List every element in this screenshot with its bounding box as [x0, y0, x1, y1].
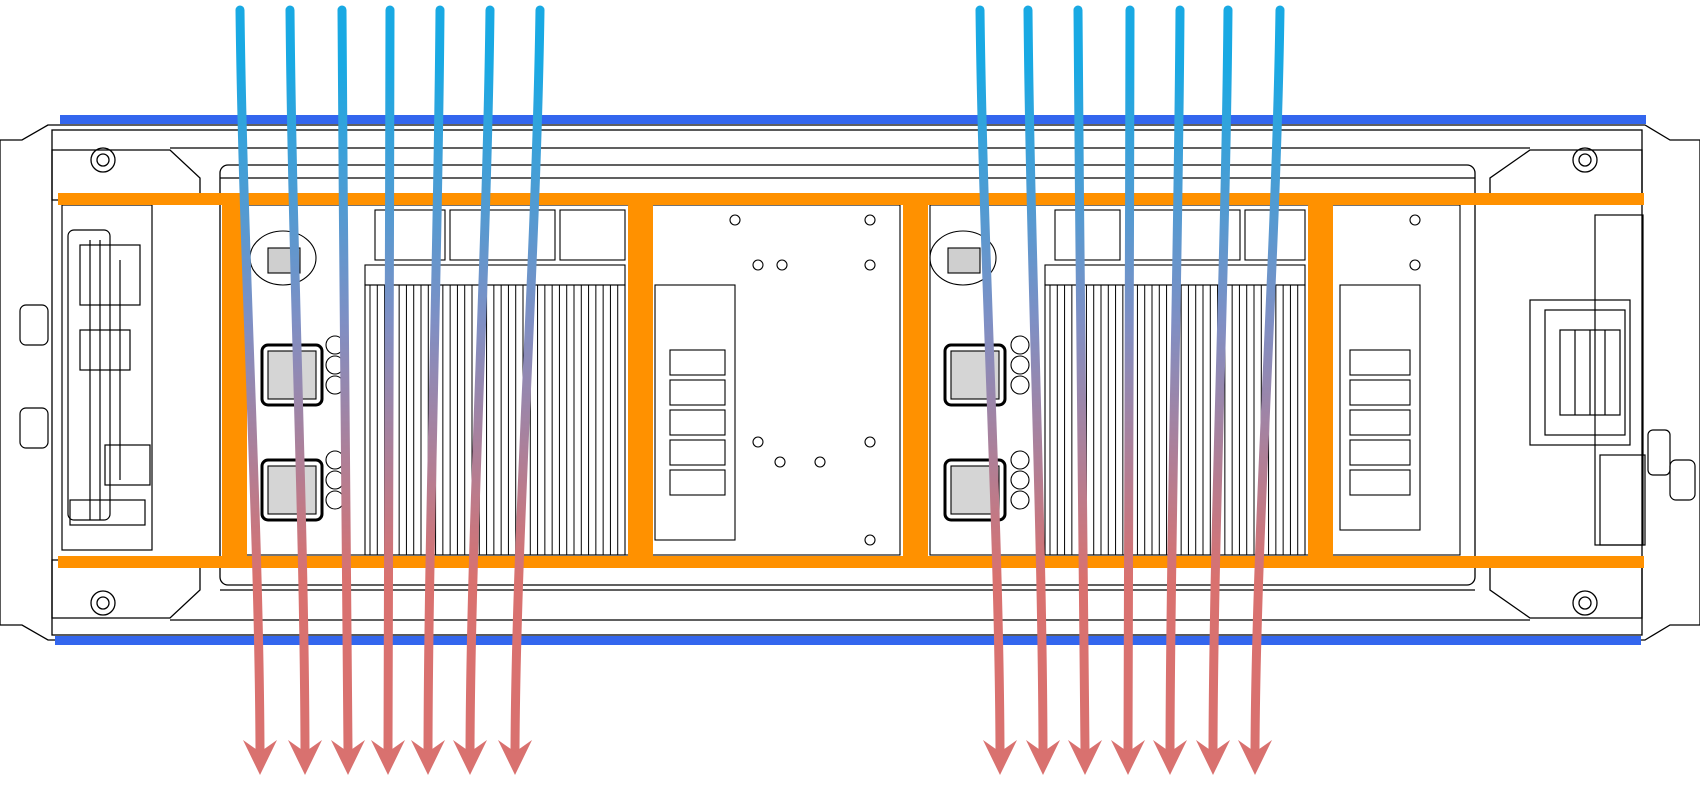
airflow-arrow-head — [371, 740, 405, 775]
airflow-arrow-shaft — [1165, 5, 1185, 755]
airflow-arrow-shaft — [1250, 5, 1285, 755]
airflow-arrow-head — [243, 740, 277, 775]
airflow-arrow-shaft — [510, 5, 545, 755]
airflow-arrow-head — [1026, 740, 1060, 775]
airflow-arrow-head — [411, 740, 445, 775]
chassis-inner-frame — [51, 129, 1643, 636]
bottom-blue-rail — [55, 636, 1641, 645]
airflow-arrow-shaft — [423, 5, 445, 755]
airflow-arrow-head — [498, 740, 532, 775]
airflow-arrow-shaft — [1073, 5, 1090, 755]
duct-left-wall-2 — [628, 205, 653, 568]
blue-rails — [55, 115, 1646, 645]
top-blue-rail — [60, 115, 1646, 124]
middle-driver-board — [649, 204, 901, 556]
airflow-arrow-shaft — [1208, 5, 1233, 755]
mount-hole-tl — [90, 147, 116, 173]
airflow-arrow-head — [1238, 740, 1272, 775]
mount-hole-tr — [1572, 147, 1598, 173]
orange-duct-frame — [58, 193, 1644, 568]
chassis-inner-tray — [219, 164, 1476, 586]
mount-hole-bl — [90, 590, 116, 616]
airflow-arrow-shaft — [235, 5, 265, 755]
mount-hole-br — [1572, 590, 1598, 616]
left-knob-top — [19, 304, 49, 346]
airflow-arrows — [235, 5, 1285, 775]
duct-right-wall-2 — [1308, 193, 1333, 568]
airflow-arrow-head — [1153, 740, 1187, 775]
left-control-board — [19, 204, 153, 551]
airflow-arrow-shaft — [383, 5, 395, 755]
chassis — [0, 124, 1700, 641]
airflow-arrow-head — [983, 740, 1017, 775]
duct-right-wall-1 — [903, 205, 928, 568]
airflow-arrow-shaft — [337, 5, 353, 755]
duct-bottom-bar — [58, 556, 1644, 568]
airflow-arrow-shaft — [975, 5, 1005, 755]
airflow-arrow-head — [453, 740, 487, 775]
bracket-top-left — [51, 149, 201, 201]
airflow-arrow-head — [331, 740, 365, 775]
right-connector-block — [1529, 214, 1696, 546]
chassis-outline — [0, 124, 1700, 641]
duct-top-bar — [58, 193, 1644, 205]
bracket-top-right — [1489, 149, 1643, 201]
left-knob-bottom — [19, 407, 49, 449]
bracket-bottom-right — [1489, 559, 1643, 619]
left-heatsink-fins — [369, 285, 626, 555]
airflow-arrow-head — [1111, 740, 1145, 775]
airflow-arrow-shaft — [1023, 5, 1048, 755]
bracket-bottom-left — [51, 559, 201, 619]
airflow-arrow-head — [1196, 740, 1230, 775]
airflow-arrow-shaft — [465, 5, 495, 755]
right-driver-board — [1329, 204, 1461, 556]
airflow-arrow-shaft — [285, 5, 310, 755]
airflow-arrow-head — [288, 740, 322, 775]
airflow-arrow-head — [1068, 740, 1102, 775]
airflow-arrow-shaft — [1123, 5, 1135, 755]
